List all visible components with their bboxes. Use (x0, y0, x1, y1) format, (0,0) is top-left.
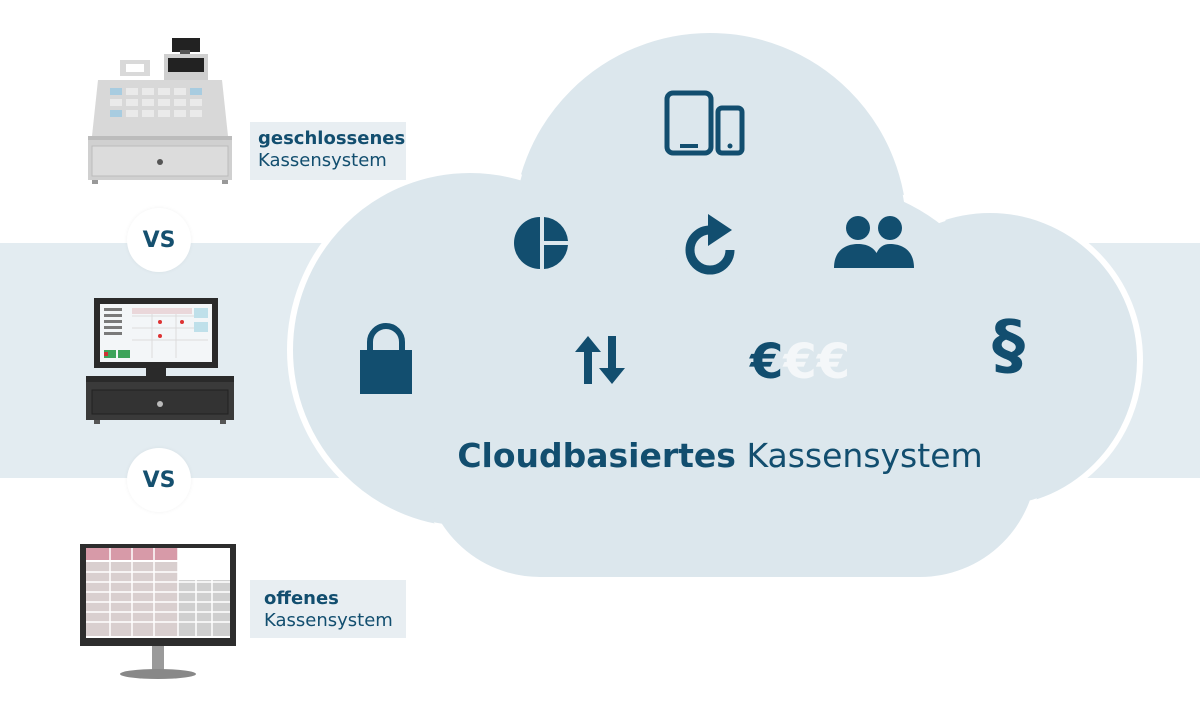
paragraph-icon: § (992, 306, 1025, 383)
closed-system-subtitle: Kassensystem (258, 150, 387, 171)
cloud-title-bold: Cloudbasiertes (457, 436, 736, 475)
transfer-arrows-icon (575, 336, 625, 384)
lock-icon (360, 323, 412, 394)
pie-chart-icon (514, 217, 568, 269)
euro-faded-symbols: €€ (783, 334, 851, 390)
euro-icon: €€€ (750, 332, 850, 392)
closed-cash-register-image (88, 38, 232, 184)
vs-badge-1: VS (127, 208, 191, 272)
vs-badge-2: VS (127, 448, 191, 512)
pos-terminal-image (86, 298, 234, 424)
euro-main-symbol: € (750, 334, 784, 390)
open-system-title: offenes (264, 588, 339, 609)
closed-system-title: geschlossenes (258, 128, 406, 149)
open-system-label: offenes Kassensystem (250, 580, 406, 638)
users-icon (834, 216, 914, 268)
tablet-phone-icon (664, 90, 745, 156)
open-system-subtitle: Kassensystem (264, 610, 393, 631)
refresh-icon (685, 214, 735, 275)
closed-system-label: geschlossenes Kassensystem (250, 122, 406, 180)
cloud-title-regular: Kassensystem (746, 436, 983, 475)
monitor-image (80, 544, 236, 679)
cloud-title: Cloudbasiertes Kassensystem (440, 436, 1000, 475)
